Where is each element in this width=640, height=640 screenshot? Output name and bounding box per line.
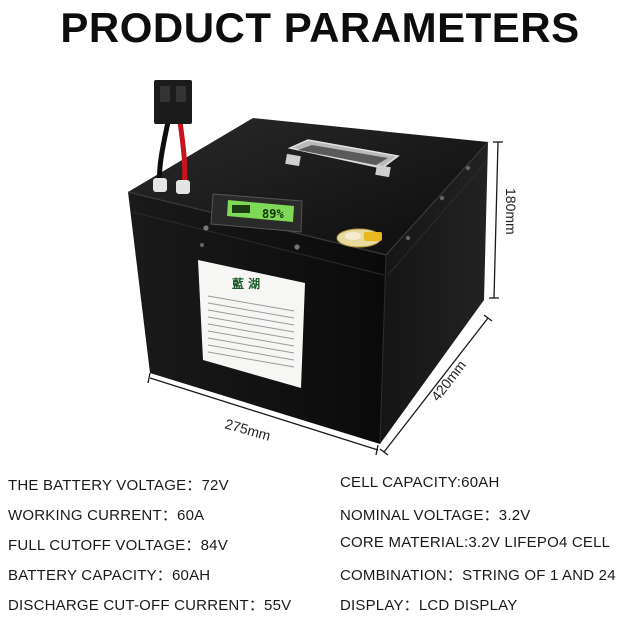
spec-nominal-voltage: NOMINAL VOLTAGE：3.2V	[340, 507, 531, 524]
spec-combination: COMBINATION：STRING OF 1 AND 24	[340, 567, 616, 584]
battery-top-face	[128, 118, 488, 255]
dimension-length: 275mm	[223, 416, 272, 444]
power-connector	[153, 80, 192, 194]
spec-core-material: CORE MATERIAL:3.2V LIFEPO4 CELL	[340, 534, 611, 551]
svg-text:藍 湖: 藍 湖	[232, 276, 260, 291]
battery-figure: 89% 藍 湖	[127, 80, 519, 456]
lcd-display: 89%	[210, 193, 303, 233]
spec-cell-capacity: CELL CAPACITY:60AH	[340, 474, 500, 491]
battery-side-face	[380, 142, 488, 444]
charge-port-cap	[336, 228, 382, 248]
spec-battery-capacity: BATTERY CAPACITY：60AH	[8, 567, 211, 584]
dimension-height: 180mm	[503, 188, 519, 235]
product-label-sticker: 藍 湖	[198, 260, 305, 388]
spec-discharge-cutoff-current: DISCHARGE CUT-OFF CURRENT：55V	[8, 597, 292, 614]
spec-full-cutoff-voltage: FULL CUTOFF VOLTAGE：84V	[8, 537, 228, 554]
spec-battery-voltage: THE BATTERY VOLTAGE：72V	[8, 477, 229, 494]
dimension-lines	[147, 141, 503, 456]
carry-handle	[285, 139, 400, 178]
page-title: PRODUCT PARAMETERS	[60, 4, 580, 51]
battery-box	[127, 118, 489, 445]
spec-working-current: WORKING CURRENT：60A	[8, 507, 205, 524]
lcd-reading: 89%	[262, 207, 284, 221]
spec-display: DISPLAY：LCD DISPLAY	[340, 597, 518, 614]
